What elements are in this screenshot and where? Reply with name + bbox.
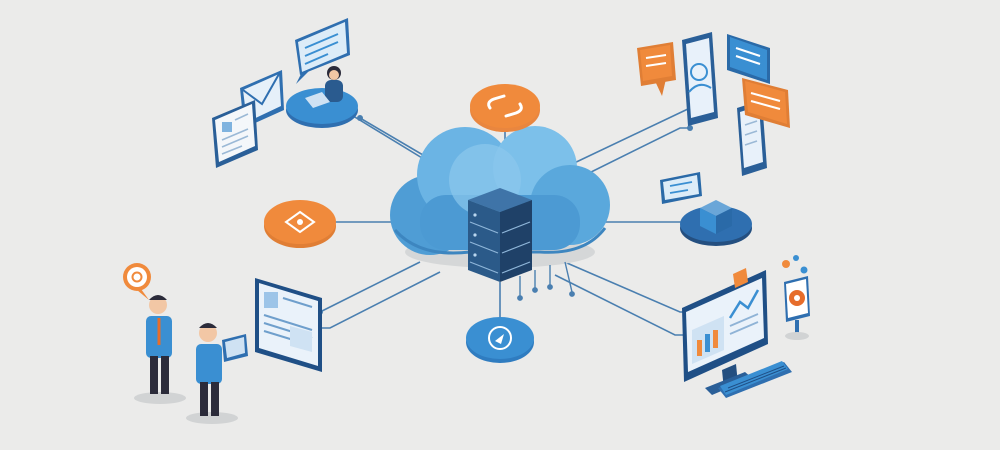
presentation-screen-icon: [255, 278, 322, 372]
user-at-laptop-icon: [286, 66, 358, 128]
settings-disc-icon: [264, 200, 336, 248]
tablet-profile-icon: [682, 32, 718, 126]
link-line-bottom-right: [559, 259, 692, 313]
link-icon: [470, 84, 540, 132]
people-with-laptop-icon: [123, 263, 248, 424]
chat-bubble-icon: [295, 18, 350, 84]
chat-bubble-orange-left: [637, 42, 676, 96]
link-line-bottom-right-2: [554, 274, 690, 336]
at-sign-bubble-icon: [123, 263, 151, 300]
link-line-top-right-2: [574, 127, 690, 181]
chat-bubble-orange-right: [742, 78, 790, 128]
document-icon: [212, 100, 258, 168]
link-line-top-right: [569, 107, 691, 166]
chat-bubble-blue-right: [727, 34, 770, 84]
server-rack-icon: [468, 188, 532, 282]
circuit-pins: [517, 261, 575, 301]
database-cube-icon: [660, 172, 752, 246]
link-line-bottom-left-2: [318, 271, 441, 329]
send-disc-icon: [466, 317, 534, 363]
standing-screen-icon: [782, 255, 810, 340]
link-line-bottom-left: [319, 261, 421, 313]
keyboard-icon: [718, 361, 792, 398]
cloud-server-icon: [390, 126, 610, 301]
